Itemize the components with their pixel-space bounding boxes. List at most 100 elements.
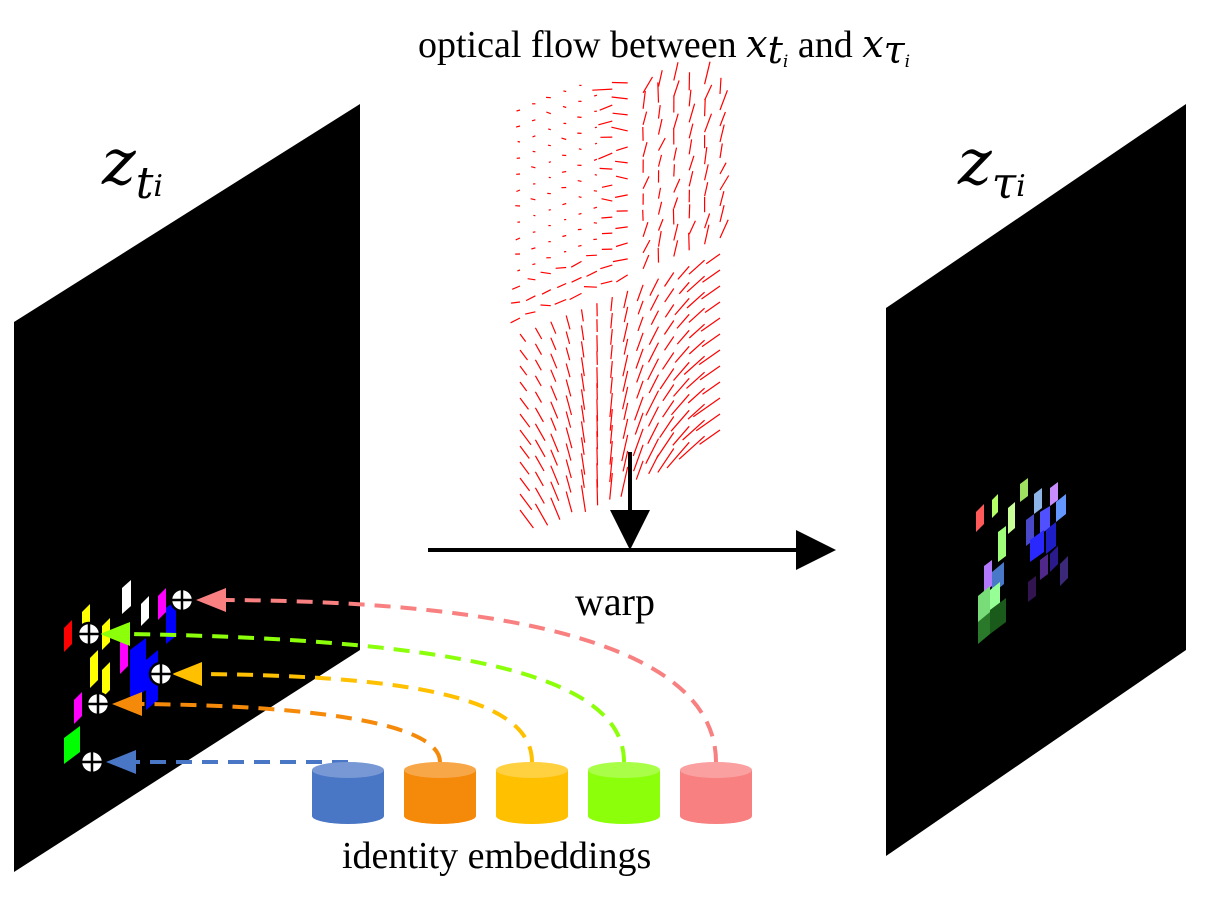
- flow-vector: [609, 441, 613, 465]
- flow-vector: [623, 402, 629, 421]
- flow-vector: [704, 224, 710, 245]
- flow-vector: [719, 191, 725, 207]
- flow-vector: [612, 112, 628, 116]
- flow-vector: [700, 317, 721, 332]
- flow-vector: [561, 170, 567, 173]
- flow-vector: [519, 365, 528, 376]
- add-node-4: [85, 691, 111, 717]
- flow-vector: [622, 450, 629, 472]
- flow-vector: [534, 503, 549, 526]
- flow-vector: [634, 396, 644, 421]
- z-t-label: zti: [102, 126, 164, 209]
- flow-vector: [586, 254, 597, 257]
- flow-vector: [636, 284, 644, 302]
- flow-vector: [519, 381, 528, 392]
- flow-vector: [702, 269, 721, 283]
- flow-vector: [571, 276, 582, 283]
- flow-vector: [623, 290, 629, 309]
- flow-vector: [673, 197, 679, 209]
- flow-vector: [686, 275, 706, 293]
- flow-vector: [673, 178, 681, 193]
- flow-vector: [532, 231, 536, 233]
- flow-vector: [534, 455, 545, 472]
- flow-vector: [561, 137, 567, 141]
- flow-vector: [647, 342, 660, 363]
- flow-vector: [616, 146, 628, 152]
- flow-vector: [534, 407, 544, 423]
- flow-vector: [642, 141, 648, 157]
- orange-connection: [141, 702, 442, 763]
- flow-vector: [657, 137, 666, 151]
- flow-vector: [676, 313, 690, 329]
- flow-vector: [532, 263, 536, 266]
- flow-vector: [598, 152, 613, 160]
- flow-vector: [672, 425, 690, 446]
- flow-vector: [688, 123, 694, 139]
- flow-vector: [565, 347, 571, 361]
- flow-vector: [534, 423, 546, 441]
- pink-embedding-cylinder: [680, 762, 752, 824]
- flow-vector: [565, 379, 572, 397]
- flow-vector: [615, 160, 628, 164]
- flow-vector: [511, 301, 521, 304]
- flow-vector: [648, 374, 660, 394]
- flow-vector: [688, 339, 706, 355]
- flow-vector: [519, 397, 529, 410]
- flow-vector: [596, 431, 598, 450]
- flow-vector: [610, 313, 613, 329]
- flow-vector: [704, 213, 711, 229]
- flow-vector: [548, 128, 551, 131]
- flow-vector: [688, 323, 706, 339]
- flow-vector: [719, 90, 728, 111]
- flow-vector: [580, 437, 585, 455]
- orange-arrowhead: [112, 692, 142, 716]
- flow-vector: [719, 143, 723, 159]
- flow-vector: [577, 180, 582, 182]
- flow-vector: [622, 322, 629, 343]
- flow-vector: [598, 120, 613, 126]
- flow-vector: [719, 111, 726, 127]
- flow-vector: [642, 90, 646, 109]
- flow-vector: [615, 226, 628, 230]
- flow-vector: [663, 320, 675, 335]
- flow-vector: [596, 479, 599, 506]
- optical-flow-field: [510, 61, 730, 529]
- flow-vector: [637, 316, 644, 332]
- flow-vector: [673, 113, 679, 129]
- flow-vector: [534, 327, 543, 340]
- flow-vector: [519, 349, 528, 361]
- flow-vector: [704, 113, 713, 133]
- flow-vector: [609, 409, 613, 431]
- flow-vector: [550, 321, 557, 334]
- flow-vector: [657, 70, 663, 87]
- flow-vector: [666, 441, 690, 469]
- flow-vector: [673, 80, 680, 97]
- flow-vector: [622, 418, 629, 439]
- flow-vector: [519, 333, 527, 342]
- flow-vector: [659, 416, 675, 438]
- warp-label: warp: [575, 579, 655, 624]
- flow-vector: [657, 82, 660, 103]
- flow-vector: [519, 477, 531, 492]
- flow-vector: [622, 386, 629, 410]
- flow-vector: [601, 198, 613, 202]
- left-feature-panel: [14, 104, 360, 872]
- flow-vector: [698, 349, 721, 366]
- flow-vector: [578, 244, 582, 247]
- flow-vector: [659, 368, 675, 390]
- flow-vector: [519, 509, 534, 529]
- flow-vector: [662, 352, 675, 370]
- flow-vector: [678, 281, 690, 295]
- flow-vector: [686, 371, 706, 389]
- flow-vector: [642, 76, 654, 94]
- flow-vector: [664, 288, 675, 303]
- flow-vector: [636, 332, 644, 352]
- flow-vector: [687, 387, 706, 404]
- flow-vector: [635, 460, 644, 480]
- flow-vector: [699, 365, 721, 381]
- flow-vector: [656, 432, 675, 459]
- flow-vector: [647, 358, 660, 381]
- flow-vector: [593, 190, 597, 192]
- flow-vector: [687, 403, 706, 420]
